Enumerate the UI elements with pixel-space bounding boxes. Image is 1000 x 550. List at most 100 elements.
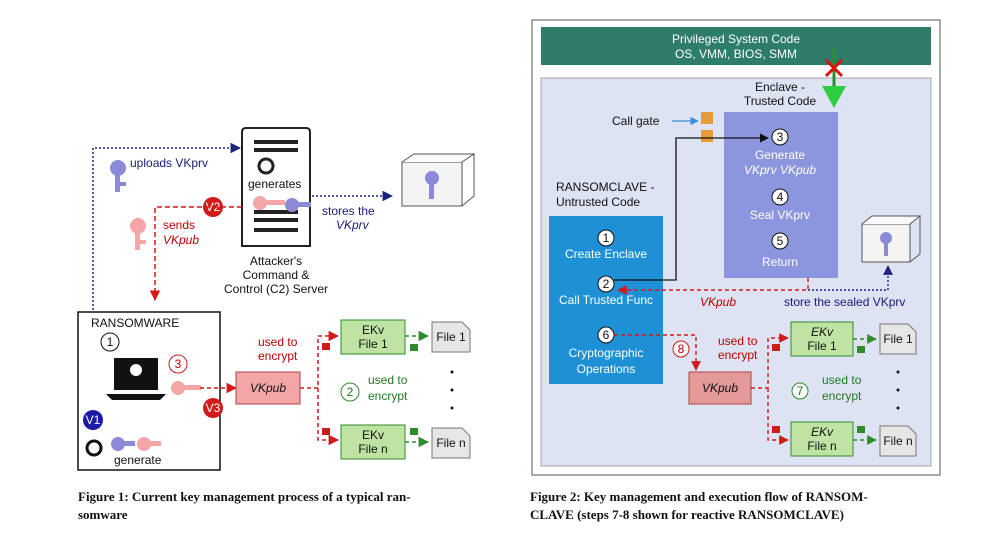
send-arrow: [149, 206, 242, 302]
gear-icon: [85, 439, 103, 457]
step-2-label: 2: [347, 385, 354, 399]
vkpub-label: VKpub: [702, 381, 738, 395]
step-3-badge: [168, 354, 188, 374]
server-label-1: Attacker's: [250, 254, 302, 268]
sends-label-2: VKpub: [163, 233, 199, 247]
step-3-badge: [771, 128, 789, 146]
step-2-badge: [340, 382, 360, 402]
figure2-caption-2: CLAVE (steps 7-8 shown for reactive RANS…: [530, 507, 844, 522]
store-sealed-label: store the sealed VKprv: [784, 295, 905, 309]
used-to-encrypt-green-2: encrypt: [822, 389, 862, 403]
lock-open-icon: [772, 426, 780, 433]
step-4-label: 4: [777, 190, 784, 204]
vkpub-box: [688, 371, 752, 405]
figure1-caption-1: Figure 1: Current key management process…: [78, 489, 411, 504]
blocked-arrow-head: [822, 86, 846, 108]
lock-icon: [410, 428, 418, 435]
key-icon-pink: [171, 381, 201, 395]
step-v3-badge: [203, 398, 223, 418]
lock-open-icon: [322, 428, 330, 435]
private-key-icon: [110, 160, 126, 192]
ek-filen-label-1: EKv: [362, 428, 384, 442]
figure1-caption-2: somware: [78, 507, 128, 522]
stores-label-1: stores the: [322, 204, 375, 218]
store-sealed-arrow: [808, 265, 893, 291]
generates-label: generates: [248, 177, 301, 191]
step-7-badge: [791, 382, 809, 400]
step-1-badge: [100, 332, 120, 352]
privileged-label-1: Privileged System Code: [672, 32, 800, 46]
to-vkpub-arrow: [614, 334, 701, 371]
generate-label: Generate: [755, 148, 805, 162]
ek-filen-box: [340, 424, 406, 460]
branch-arrow-top: [751, 333, 789, 389]
step-1-label: 1: [603, 231, 610, 245]
stores-label-2: VKprv: [336, 218, 370, 232]
sends-label-1: sends: [163, 218, 195, 232]
key-pair-icon-small: [111, 437, 161, 451]
step-v3-label: V3: [206, 401, 221, 415]
step-7-label: 7: [797, 384, 804, 398]
return-label: Return: [762, 255, 798, 269]
figure-1: uploads VKprv generates Attacker's Comma…: [77, 127, 476, 522]
used-to-encrypt-red-2: encrypt: [718, 348, 758, 362]
vault-box-icon: [861, 215, 922, 263]
file1-icon: [431, 321, 471, 353]
ek-file1-box: [340, 319, 406, 355]
used-to-encrypt-green-2: encrypt: [368, 389, 408, 403]
generate-keys-label: VKprv VKpub: [744, 163, 816, 177]
rc-title-1: RANSOMCLAVE -: [556, 180, 654, 194]
ek-filen-label-2: File n: [358, 442, 387, 456]
call-trusted-label: Call Trusted Func: [559, 293, 653, 307]
ek-file1-label-1: EKv: [362, 323, 384, 337]
call-arrow: [614, 133, 769, 281]
lock-open-icon: [772, 344, 780, 351]
step-1-badge: [597, 229, 615, 247]
crypto-label-1: Cryptographic: [569, 346, 644, 360]
laptop-skull-icon: [106, 358, 166, 400]
return-vkpub-label: VKpub: [700, 295, 736, 309]
ransomware-title: RANSOMWARE: [91, 316, 179, 330]
filen-icon: [879, 425, 917, 457]
enclave-title-1: Enclave -: [755, 80, 805, 94]
filen-icon: [431, 427, 471, 459]
filen-label: File n: [883, 434, 912, 448]
step-8-label: 8: [678, 342, 685, 356]
lock-icon: [857, 426, 865, 433]
file1-label: File 1: [883, 332, 913, 346]
step-3-label: 3: [175, 357, 182, 371]
call-gate-port-1: [701, 112, 713, 124]
create-enclave-label: Create Enclave: [565, 247, 647, 261]
seal-label: Seal VKprv: [750, 208, 810, 222]
privileged-box: [541, 27, 931, 65]
step-5-badge: [771, 232, 789, 250]
used-to-encrypt-green-1: used to: [368, 373, 408, 387]
return-vkpub-arrow: [617, 278, 809, 295]
c2-server-icon: [241, 127, 311, 247]
call-gate-port-2: [701, 130, 713, 142]
ek-filen-label-2: File n: [807, 439, 836, 453]
lock-icon: [410, 344, 418, 351]
gear-icon: [257, 157, 275, 175]
enclave-title-2: Trusted Code: [744, 94, 817, 108]
rc-title-2: Untrusted Code: [556, 195, 640, 209]
call-gate-label: Call gate: [612, 114, 660, 128]
used-to-encrypt-red-2: encrypt: [258, 349, 298, 363]
vkpub-label: VKpub: [250, 381, 286, 395]
branch-arrow-bottom: [767, 388, 789, 445]
file1-label: File 1: [436, 330, 466, 344]
step-5-label: 5: [777, 234, 784, 248]
ek-filen-label-1: EKv: [811, 425, 834, 439]
figure-2: Privileged System Code OS, VMM, BIOS, SM…: [530, 19, 941, 522]
generate-label: generate: [114, 453, 162, 467]
key-pair-icon: [253, 196, 311, 212]
branch-arrow-top: [300, 330, 340, 389]
privileged-label-2: OS, VMM, BIOS, SMM: [675, 47, 797, 61]
step-2-label: 2: [603, 277, 610, 291]
lock-icon: [857, 346, 865, 353]
public-key-icon: [130, 218, 146, 250]
step-4-badge: [771, 188, 789, 206]
file1-icon: [879, 323, 917, 355]
step-6-label: 6: [603, 328, 610, 342]
used-to-encrypt-red-1: used to: [258, 335, 298, 349]
